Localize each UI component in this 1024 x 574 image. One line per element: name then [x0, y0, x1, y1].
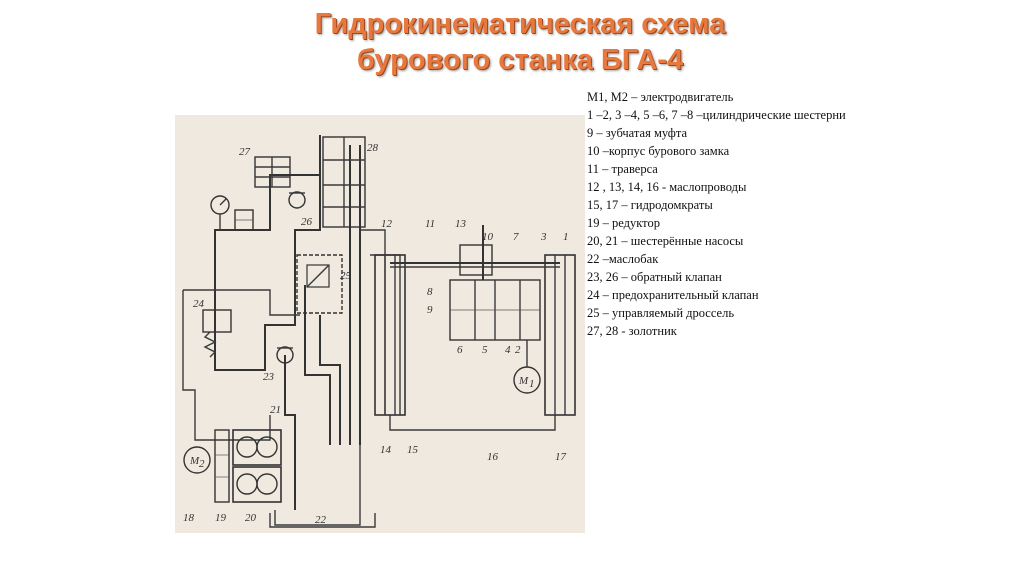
legend-item: 9 – зубчатая муфта — [587, 126, 688, 140]
hydrokinematic-diagram: M 2 — [175, 115, 585, 533]
label-18: 18 — [183, 512, 195, 524]
spool-valve-27 — [254, 156, 291, 188]
legend-item: М1, М2 – электродвигатель — [587, 90, 734, 104]
label-9: 9 — [427, 304, 433, 316]
hydraulic-jack-17 — [544, 254, 576, 416]
legend-item: 27, 28 - золотник — [587, 324, 677, 338]
reducer-19 — [214, 429, 230, 503]
legend-item: 19 – редуктор — [587, 216, 660, 230]
main-line-left-loop — [214, 135, 321, 371]
label-1: 1 — [563, 231, 569, 243]
m1-subscript: 1 — [529, 378, 535, 390]
label-19: 19 — [215, 512, 227, 524]
label-20: 20 — [245, 512, 257, 524]
label-11: 11 — [425, 218, 435, 230]
motor-m2: M 2 — [183, 446, 211, 474]
m1-label: M — [518, 375, 529, 387]
pump-line-down — [284, 355, 296, 455]
gearbox — [449, 225, 541, 341]
traverse-11 — [390, 262, 560, 268]
callout-labels: 1 2 3 4 5 6 7 8 9 10 11 12 13 14 15 16 1… — [183, 142, 569, 526]
filter-icon — [234, 209, 254, 231]
legend-item: 12 , 13, 14, 16 - маслопроводы — [587, 180, 747, 194]
oil-tank-22 — [269, 513, 376, 528]
legend-item: 22 –маслобак — [587, 252, 659, 266]
label-24: 24 — [193, 298, 205, 310]
label-23: 23 — [263, 371, 275, 383]
spool-valve-28 — [322, 136, 366, 228]
label-13: 13 — [455, 218, 467, 230]
label-7: 7 — [513, 231, 519, 243]
label-22: 22 — [315, 514, 327, 526]
legend-item: 10 –корпус бурового замка — [587, 144, 730, 158]
label-28: 28 — [367, 142, 379, 154]
throttle-25 — [296, 254, 343, 314]
label-15: 15 — [407, 444, 419, 456]
title-line-2: бурового станка БГА-4 — [356, 44, 684, 76]
legend-item: 15, 17 – гидродомкраты — [587, 198, 713, 212]
line-top-horizontal — [183, 289, 300, 316]
chuck-housing-10 — [459, 244, 493, 276]
label-10: 10 — [482, 231, 494, 243]
gear-pumps-20-21 — [232, 429, 282, 503]
label-6: 6 — [457, 344, 463, 356]
legend-item: 11 – траверса — [587, 162, 658, 176]
label-26: 26 — [301, 216, 313, 228]
label-14: 14 — [380, 444, 392, 456]
vertical-bundle-2 — [319, 315, 341, 445]
label-27: 27 — [239, 146, 251, 158]
line-16 — [389, 415, 556, 431]
label-16: 16 — [487, 451, 499, 463]
label-4: 4 — [505, 344, 511, 356]
m2-subscript: 2 — [199, 458, 205, 470]
label-3: 3 — [540, 231, 547, 243]
legend-item: 20, 21 – шестерённые насосы — [587, 234, 744, 248]
check-valve-23 — [276, 346, 294, 364]
line-12 — [360, 229, 386, 415]
label-8: 8 — [427, 286, 433, 298]
pressure-gauge-icon — [210, 195, 230, 230]
legend-list: М1, М2 – электродвигатель 1 –2, 3 –4, 5 … — [587, 88, 917, 340]
m2-label: M — [189, 455, 200, 467]
diagram-canvas: M 2 — [182, 135, 576, 528]
hydraulic-jack-15 — [374, 254, 406, 416]
legend-item: 1 –2, 3 –4, 5 –6, 7 –8 –цилиндрические ш… — [587, 108, 846, 122]
slide-title: Гидрокинематическая схема бурового станк… — [220, 6, 820, 78]
line-to-valve-24 — [182, 290, 271, 441]
label-12: 12 — [381, 218, 393, 230]
legend-item: 23, 26 – обратный клапан — [587, 270, 722, 284]
legend-item: 25 – управляемый дроссель — [587, 306, 735, 320]
legend-item: 24 – предохранительный клапан — [587, 288, 759, 302]
label-5: 5 — [482, 344, 488, 356]
safety-valve-24 — [202, 309, 232, 358]
vertical-bundle-1 — [304, 285, 331, 445]
main-line-top — [245, 174, 320, 231]
label-25: 25 — [340, 270, 352, 282]
title-line-1: Гидрокинематическая схема — [314, 8, 726, 40]
label-21: 21 — [270, 404, 281, 416]
return-line-22 — [274, 435, 361, 526]
label-17: 17 — [555, 451, 567, 463]
check-valve-26 — [288, 191, 306, 209]
label-2: 2 — [515, 344, 521, 356]
motor-m1: M 1 — [513, 340, 541, 394]
